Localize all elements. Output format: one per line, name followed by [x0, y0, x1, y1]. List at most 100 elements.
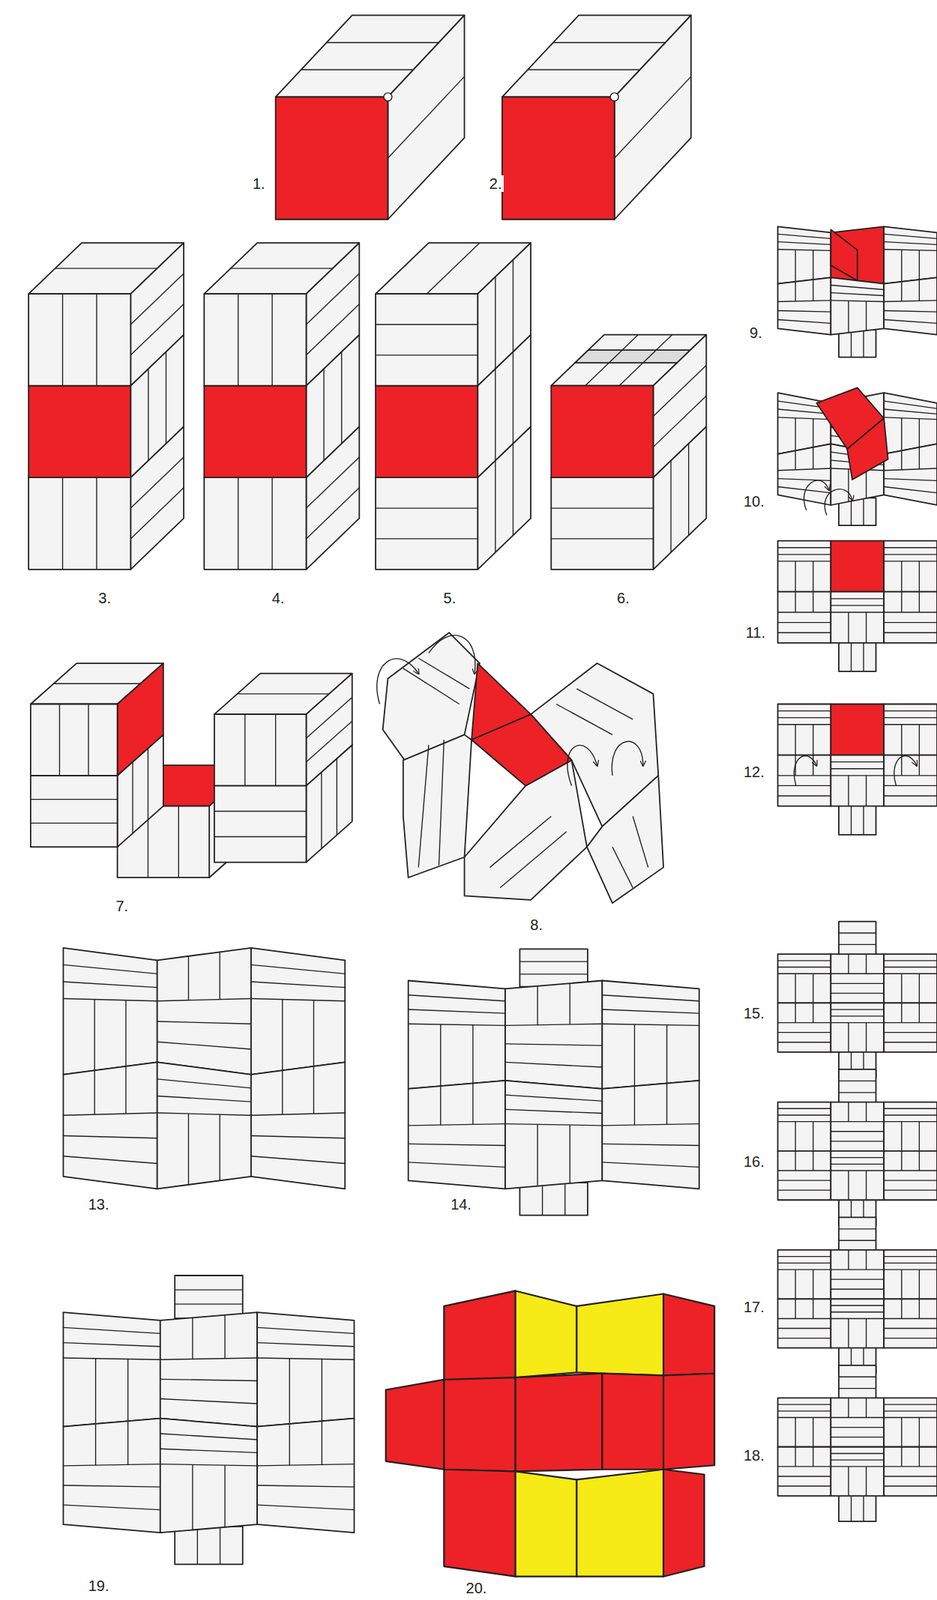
- panel-line: [778, 973, 832, 975]
- panel-line: [883, 242, 937, 246]
- panel-line: [794, 1299, 796, 1319]
- panel-line: [147, 368, 149, 462]
- panel-line: [778, 1475, 832, 1477]
- panel-line: [160, 1448, 258, 1453]
- panel-line: [901, 1002, 902, 1023]
- panel-line: [847, 1466, 849, 1497]
- panel-line: [219, 1526, 221, 1565]
- face: [838, 1069, 877, 1105]
- face: [838, 922, 877, 957]
- panel-line: [494, 276, 496, 369]
- panel-line: [794, 973, 796, 1003]
- face: [214, 785, 307, 863]
- panel-line: [883, 468, 937, 471]
- step-number: 16.: [742, 1153, 767, 1171]
- panel-line: [632, 816, 648, 868]
- face: [174, 1275, 243, 1319]
- panel-line: [62, 964, 157, 974]
- panel-line: [794, 724, 796, 756]
- panel-line: [812, 1269, 814, 1300]
- panel-line: [919, 973, 920, 1003]
- panel-line: [426, 242, 480, 294]
- panel-line: [160, 1398, 258, 1405]
- panel-line: [883, 1108, 937, 1110]
- face: [505, 1080, 602, 1189]
- face: [778, 541, 832, 593]
- panel-line: [847, 1250, 849, 1270]
- face: [883, 443, 937, 506]
- panel-line: [847, 1023, 849, 1053]
- face: [601, 1374, 664, 1470]
- panel-line: [62, 1327, 160, 1334]
- step-number: 3.: [96, 589, 113, 607]
- panel-line: [257, 1464, 354, 1467]
- face: [838, 1217, 877, 1252]
- panel-line: [850, 497, 852, 526]
- panel-line: [883, 785, 937, 787]
- panel-line: [125, 1000, 126, 1067]
- panel-line: [847, 1318, 849, 1348]
- face: [117, 663, 164, 776]
- panel-line: [901, 450, 902, 470]
- panel-line: [812, 279, 814, 301]
- panel-line: [794, 281, 796, 302]
- panel-line: [62, 1135, 157, 1138]
- panel-line: [289, 1359, 291, 1425]
- fold-arrow: [793, 756, 817, 787]
- panel-line: [174, 1289, 243, 1291]
- face: [586, 775, 664, 904]
- face: [883, 1250, 937, 1300]
- face: [471, 714, 572, 786]
- panel-line: [601, 1124, 699, 1126]
- panel-line: [157, 1079, 252, 1089]
- panel-line: [919, 1002, 920, 1023]
- panel-line: [883, 1121, 937, 1123]
- face: [257, 1418, 354, 1534]
- panel-line: [830, 973, 884, 975]
- panel-line: [326, 41, 440, 43]
- panel-line: [271, 477, 273, 570]
- face: [576, 1469, 664, 1578]
- panel-line: [830, 285, 884, 291]
- panel-line: [130, 273, 184, 325]
- panel-line: [901, 249, 902, 282]
- face: [515, 1471, 578, 1577]
- panel-line: [440, 1086, 441, 1126]
- panel-line: [830, 300, 884, 303]
- panel-line: [306, 273, 360, 325]
- face: [883, 277, 937, 335]
- face: [203, 477, 306, 570]
- panel-line: [883, 1328, 937, 1330]
- panel-line: [883, 973, 937, 975]
- face: [883, 226, 937, 284]
- face: [515, 1374, 603, 1473]
- panel-line: [87, 704, 89, 776]
- panel-line: [862, 804, 864, 836]
- face: [375, 386, 478, 479]
- panel-line: [901, 561, 902, 593]
- panel-line: [838, 1228, 877, 1230]
- face: [778, 1002, 832, 1052]
- panel-line: [830, 1008, 884, 1010]
- fold-arrow: [824, 489, 853, 516]
- panel-line: [387, 76, 465, 159]
- face: [62, 948, 157, 1075]
- face: [515, 1290, 578, 1378]
- panel-line: [157, 1113, 252, 1116]
- panel-line: [778, 242, 832, 246]
- panel-line: [830, 1131, 884, 1132]
- face: [830, 1102, 884, 1152]
- face: [130, 242, 184, 387]
- face: [830, 229, 857, 281]
- panel-line: [838, 1240, 877, 1242]
- panel-line: [30, 799, 118, 800]
- panel-line: [830, 1453, 884, 1455]
- face: [387, 14, 465, 219]
- panel-line: [919, 1447, 920, 1467]
- panel-line: [271, 293, 273, 387]
- panel-line: [883, 775, 937, 776]
- panel-line: [494, 368, 496, 462]
- panel-line: [883, 710, 937, 712]
- step-number: 9.: [748, 324, 764, 342]
- panel-line: [188, 1113, 189, 1186]
